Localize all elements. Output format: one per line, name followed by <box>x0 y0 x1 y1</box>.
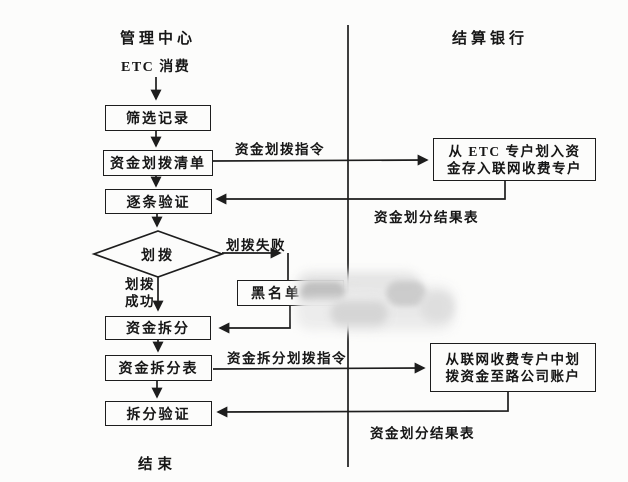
decision-transfer-label: 划拨 <box>141 249 175 264</box>
edge-label-transfer-success: 划拨 成功 <box>125 277 155 309</box>
edge-label-fund-division-result-top: 资金划分结果表 <box>374 210 479 225</box>
node-filter-records: 筛选记录 <box>105 105 211 131</box>
node-fund-split-table: 资金拆分表 <box>105 355 212 381</box>
node-split-verification: 拆分验证 <box>105 401 212 426</box>
lane-header-management-center: 管理中心 <box>120 31 197 47</box>
lane-header-settlement-bank: 结算银行 <box>452 31 529 47</box>
node-fund-split: 资金拆分 <box>105 316 211 340</box>
node-bank-payout-to-road-company: 从联网收费专户中划 拨资金至路公司账户 <box>430 343 596 392</box>
node-etc-consumption: ETC 消费 <box>121 60 191 75</box>
node-end: 结束 <box>138 457 177 473</box>
edge-label-transfer-failed: 划拨失败 <box>226 238 286 253</box>
edge-label-fund-transfer-instruction: 资金划拨指令 <box>235 142 325 157</box>
edge-label-split-transfer-instruction: 资金拆分划拨指令 <box>227 351 347 366</box>
node-bank-deposit-to-network-account: 从 ETC 专户划入资 金存入联网收费专户 <box>433 138 596 181</box>
node-verify-each-record: 逐条验证 <box>105 189 212 214</box>
node-fund-transfer-list: 资金划拨清单 <box>103 150 213 176</box>
edge-label-fund-division-result-bottom: 资金划分结果表 <box>370 426 475 441</box>
